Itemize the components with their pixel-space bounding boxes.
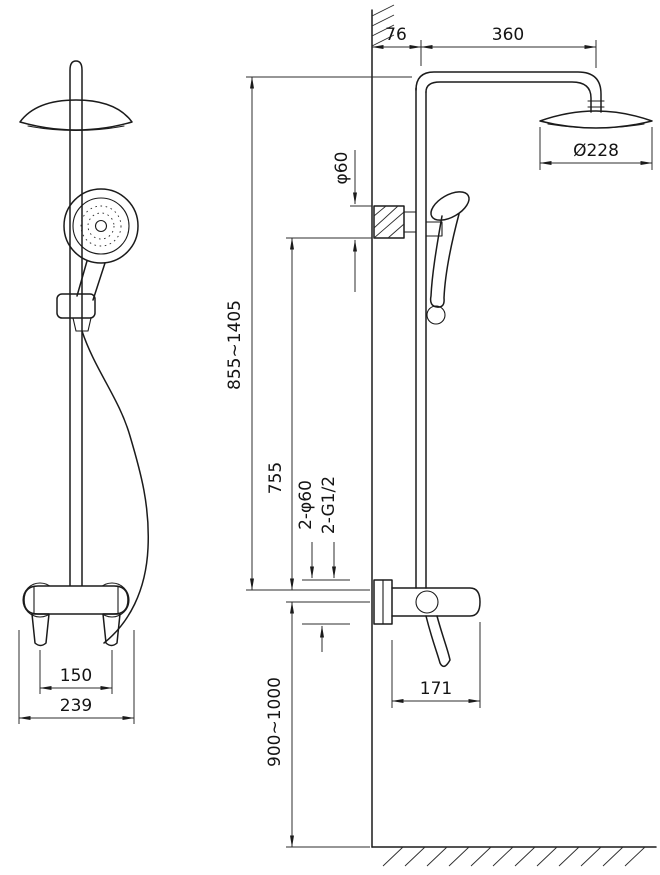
mixer-body	[23, 585, 129, 615]
dim-bracket-diameter: φ60	[286, 150, 372, 292]
floor-section	[371, 846, 657, 867]
side-mixer-body	[391, 587, 481, 617]
dim-riser-height-label: 855~1405	[225, 300, 245, 390]
dim-riser-height: 855~1405	[225, 76, 412, 591]
dim-mixer-width: 239	[18, 630, 135, 724]
shower-hose	[81, 330, 150, 644]
dim-inlet-detail: 2-φ60 2-G1/2	[296, 476, 350, 652]
hand-shower-holder	[56, 293, 96, 319]
front-riser-pipe	[69, 60, 83, 587]
dim-arm-length-label: 360	[492, 25, 524, 45]
wall-bracket-hatch	[373, 205, 405, 239]
wall-bracket-clamp	[403, 211, 417, 233]
hand-shower-nozzle-ring-outer	[80, 205, 122, 247]
dim-wall-to-riser-label: 76	[385, 25, 407, 45]
side-hand-shower-handle	[429, 213, 460, 308]
side-view: 76 360 Ø228 φ60 855~1405 755	[225, 4, 657, 867]
front-mixer	[22, 582, 130, 647]
dim-inlet-detail-extensions	[302, 579, 350, 625]
dim-mixer-width-label: 239	[60, 696, 92, 716]
wall-hatch	[371, 4, 395, 47]
mixer-lever	[425, 615, 451, 668]
dim-install-height: 900~1000	[265, 601, 370, 848]
dim-bracket-diameter-label: φ60	[332, 152, 352, 185]
dim-install-height-label: 900~1000	[265, 677, 285, 767]
wall-bracket	[373, 205, 417, 239]
dim-arm-length: 360	[420, 25, 597, 68]
side-hand-shower-holder	[425, 221, 443, 237]
dim-bracket-to-mixer-label: 755	[266, 462, 286, 494]
front-hand-shower	[63, 188, 139, 301]
side-riser-pipe	[415, 87, 427, 589]
dim-bracket-to-mixer: 755	[266, 237, 294, 591]
dim-inlet-spacing: 150	[39, 650, 113, 694]
front-overhead-shower	[19, 99, 133, 131]
dim-inlet-holes-label: 2-φ60	[296, 480, 316, 530]
diverter-knob	[415, 590, 439, 614]
hose-nut	[72, 317, 92, 332]
front-view: 150 239	[18, 60, 150, 724]
floor-hatch	[382, 846, 646, 867]
dim-inlet-thread-label: 2-G1/2	[319, 476, 339, 534]
side-hand-shower	[425, 191, 470, 325]
dim-riser-height-extensions	[246, 76, 412, 591]
arm-nut	[587, 100, 605, 108]
wall-bracket-body	[373, 205, 405, 239]
wall-section	[371, 4, 395, 848]
side-mixer	[373, 579, 481, 668]
dim-mixer-depth-label: 171	[420, 679, 452, 699]
dim-bracket-diameter-extensions	[286, 205, 372, 239]
mixer-end-caps	[33, 585, 119, 615]
side-hand-shower-head	[430, 191, 470, 221]
hand-shower-center-cap	[94, 219, 108, 233]
mixer-handles	[31, 613, 121, 647]
hand-shower-handle	[76, 260, 106, 301]
dim-overhead-diameter: Ø228	[539, 127, 653, 170]
dim-inlet-spacing-label: 150	[60, 666, 92, 686]
hand-shower-nozzle-ring-inner	[87, 212, 115, 240]
hand-shower-face-inner	[72, 197, 130, 255]
shower-arm	[415, 71, 602, 113]
dim-mixer-depth-extensions	[391, 622, 481, 708]
side-overhead-rim	[547, 123, 645, 129]
dim-mixer-width-extensions	[18, 630, 135, 724]
side-hose-nut	[426, 305, 446, 325]
front-overhead-shower-rim	[27, 125, 125, 132]
hand-shower-face-outer	[63, 188, 139, 264]
dim-mixer-depth: 171	[391, 622, 481, 708]
dim-overhead-diameter-label: Ø228	[573, 141, 619, 161]
dim-install-height-extensions	[286, 601, 370, 848]
dim-wall-to-riser: 76	[371, 25, 422, 66]
